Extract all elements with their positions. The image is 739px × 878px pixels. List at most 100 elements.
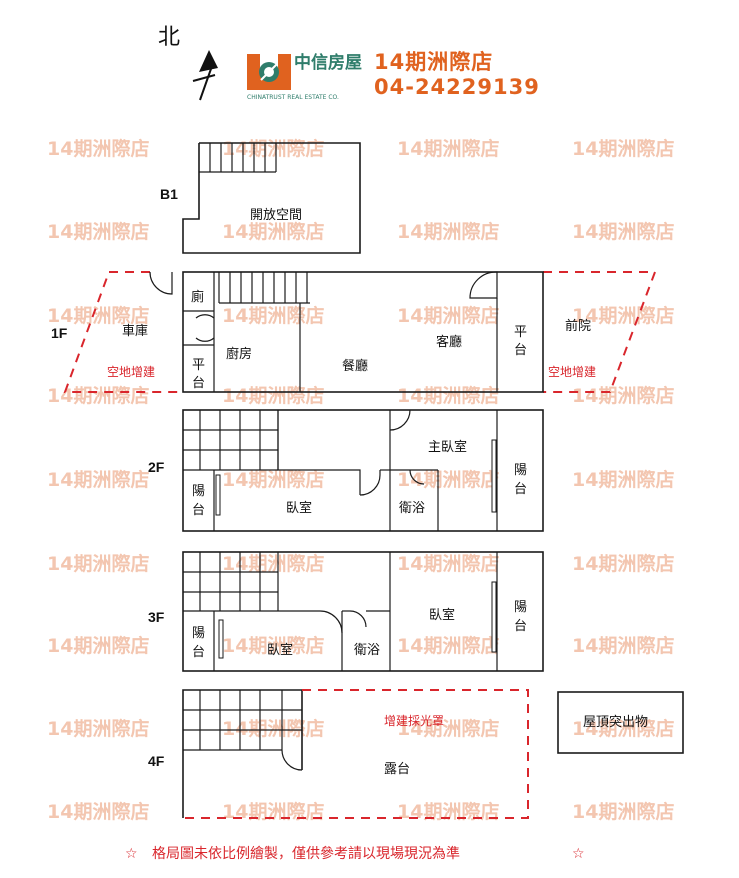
watermark: 14期洲際店 <box>572 468 674 491</box>
room-balcony-right-1: 陽 <box>514 463 527 478</box>
watermark: 14期洲際店 <box>397 384 499 407</box>
room-bedroom-right: 臥室 <box>429 607 455 623</box>
living-door-icon <box>469 271 498 299</box>
f3-stairs <box>183 552 279 612</box>
skylight-label: 增建採光罩 <box>384 714 444 728</box>
watermark: 14期洲際店 <box>572 800 674 823</box>
watermark: 14期洲際店 <box>222 800 324 823</box>
roof-structure-label: 屋頂突出物 <box>583 714 648 730</box>
watermark: 14期洲際店 <box>397 137 499 160</box>
room-terrace: 露台 <box>384 762 410 777</box>
level-label-1f: 1F <box>51 325 68 341</box>
room-platform-right-1: 平 <box>514 325 527 340</box>
room-front-yard: 前院 <box>565 318 591 334</box>
watermark: 14期洲際店 <box>397 717 499 740</box>
watermark: 14期洲際店 <box>47 717 149 740</box>
watermark: 14期洲際店 <box>222 304 324 327</box>
room-toilet: 廁 <box>191 289 204 305</box>
skylight-addition-outline <box>183 689 529 819</box>
floor-1f: 1F 車庫 廁 平 台 廚房 餐廳 客廳 平 台 前院 空地增建 空地增建 <box>51 271 657 393</box>
room-balcony-left-1: 陽 <box>192 484 205 499</box>
room-balcony-right-1: 陽 <box>514 600 527 615</box>
addition-right-outline <box>543 271 657 393</box>
disclaimer-text: 格局圖未依比例繪製，僅供參考請以現場現況為準 <box>152 845 460 862</box>
watermark: 14期洲際店 <box>397 468 499 491</box>
f1-stairs <box>218 272 310 304</box>
floor-4f: 4F 增建採光罩 露台 屋頂突出物 <box>148 689 684 819</box>
room-platform-left-2: 台 <box>192 376 205 391</box>
floor-2f: 2F 主臥室 陽 台 臥室 衛浴 陽 台 <box>148 409 544 532</box>
room-dining: 餐廳 <box>342 358 368 374</box>
addition-left-outline <box>63 271 183 393</box>
level-label-3f: 3F <box>148 609 165 625</box>
garage-door-icon <box>149 271 173 295</box>
watermark: 14期洲際店 <box>47 304 149 327</box>
company-logo-icon <box>247 54 291 90</box>
watermark: 14期洲際店 <box>572 220 674 243</box>
watermark: 14期洲際店 <box>572 137 674 160</box>
watermark: 14期洲際店 <box>47 800 149 823</box>
room-open-space: 開放空間 <box>250 208 302 223</box>
room-kitchen: 廚房 <box>226 346 252 362</box>
room-balcony-left-1: 陽 <box>192 626 205 641</box>
room-bath: 衛浴 <box>399 501 425 516</box>
f4-stairs <box>183 690 302 751</box>
room-balcony-left-2: 台 <box>192 645 205 660</box>
watermark: 14期洲際店 <box>222 220 324 243</box>
floor-3f: 3F 陽 台 臥室 衛浴 臥室 陽 台 <box>148 551 544 672</box>
store-name: 14期洲際店 <box>374 50 493 74</box>
b1-outline <box>182 142 361 254</box>
room-balcony-left-2: 台 <box>192 503 205 518</box>
room-bedroom: 臥室 <box>286 500 312 516</box>
room-platform-left-1: 平 <box>192 358 205 373</box>
watermark: 14期洲際店 <box>222 468 324 491</box>
star-icon: ☆ <box>572 846 585 862</box>
room-balcony-right-2: 台 <box>514 619 527 634</box>
watermark: 14期洲際店 <box>397 800 499 823</box>
watermark: 14期洲際店 <box>222 634 324 657</box>
floor-b1: B1 開放空間 <box>160 142 361 254</box>
watermark: 14期洲際店 <box>47 634 149 657</box>
watermark: 14期洲際店 <box>222 137 324 160</box>
level-label-2f: 2F <box>148 459 165 475</box>
watermark-layer: 14期洲際店 14期洲際店 14期洲際店 14期洲際店 14期洲際店 14期洲際… <box>47 137 674 823</box>
room-bath: 衛浴 <box>354 643 380 658</box>
watermark: 14期洲際店 <box>222 717 324 740</box>
room-balcony-right-2: 台 <box>514 482 527 497</box>
watermark: 14期洲際店 <box>397 220 499 243</box>
addition-label-left: 空地增建 <box>107 365 155 379</box>
footer-note: ☆ 格局圖未依比例繪製，僅供參考請以現場現況為準 ☆ <box>125 845 585 862</box>
watermark: 14期洲際店 <box>572 552 674 575</box>
room-garage: 車庫 <box>122 324 148 339</box>
star-icon: ☆ <box>125 846 138 862</box>
watermark: 14期洲際店 <box>47 552 149 575</box>
watermark: 14期洲際店 <box>397 304 499 327</box>
room-platform-right-2: 台 <box>514 343 527 358</box>
f1-outline <box>182 271 544 393</box>
watermark: 14期洲際店 <box>222 384 324 407</box>
store-phone: 04-24229139 <box>374 75 540 99</box>
watermark: 14期洲際店 <box>397 634 499 657</box>
level-label-b1: B1 <box>160 186 178 202</box>
room-bedroom-left: 臥室 <box>267 642 293 658</box>
watermark: 14期洲際店 <box>572 384 674 407</box>
watermark: 14期洲際店 <box>222 552 324 575</box>
room-master-bedroom: 主臥室 <box>428 439 467 455</box>
roof-structure-box <box>557 691 684 754</box>
watermark: 14期洲際店 <box>47 137 149 160</box>
watermark: 14期洲際店 <box>572 634 674 657</box>
b1-stairs <box>199 143 277 173</box>
header: 北 中信房屋 CHINATRUST REAL ESTATE CO. 14期洲際店… <box>158 25 540 101</box>
level-label-4f: 4F <box>148 753 165 769</box>
f2-stairs <box>183 410 279 471</box>
f4-outline <box>182 689 303 818</box>
watermark: 14期洲際店 <box>47 220 149 243</box>
watermark: 14期洲際店 <box>47 384 149 407</box>
watermark: 14期洲際店 <box>572 304 674 327</box>
room-living: 客廳 <box>436 334 462 350</box>
addition-label-right: 空地增建 <box>548 365 596 379</box>
logo-name: 中信房屋 <box>294 52 362 73</box>
watermark: 14期洲際店 <box>397 552 499 575</box>
north-arrow-icon <box>192 50 218 101</box>
